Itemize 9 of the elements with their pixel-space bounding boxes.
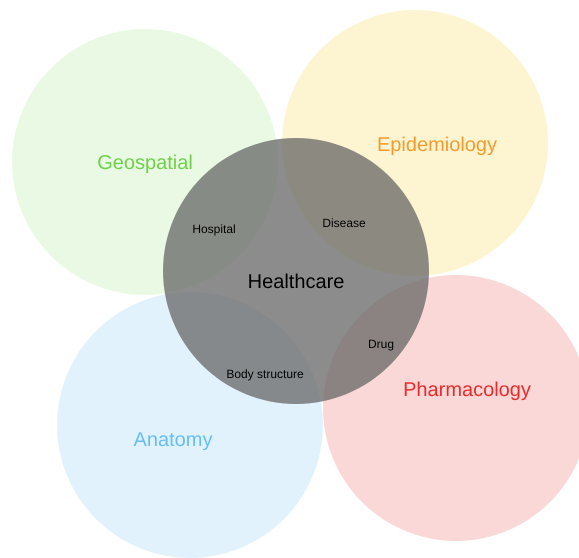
set-label: Geospatial: [97, 153, 193, 173]
set-label: Anatomy: [134, 430, 212, 450]
set-label: Pharmacology: [403, 380, 531, 400]
overlap-label: Hospital: [192, 223, 236, 235]
overlap-label: Disease: [322, 217, 366, 229]
overlap-label: Body structure: [226, 368, 304, 380]
overlap-label: Drug: [368, 338, 394, 350]
set-label: Healthcare: [248, 272, 344, 292]
set-label: Epidemiology: [376, 135, 498, 155]
